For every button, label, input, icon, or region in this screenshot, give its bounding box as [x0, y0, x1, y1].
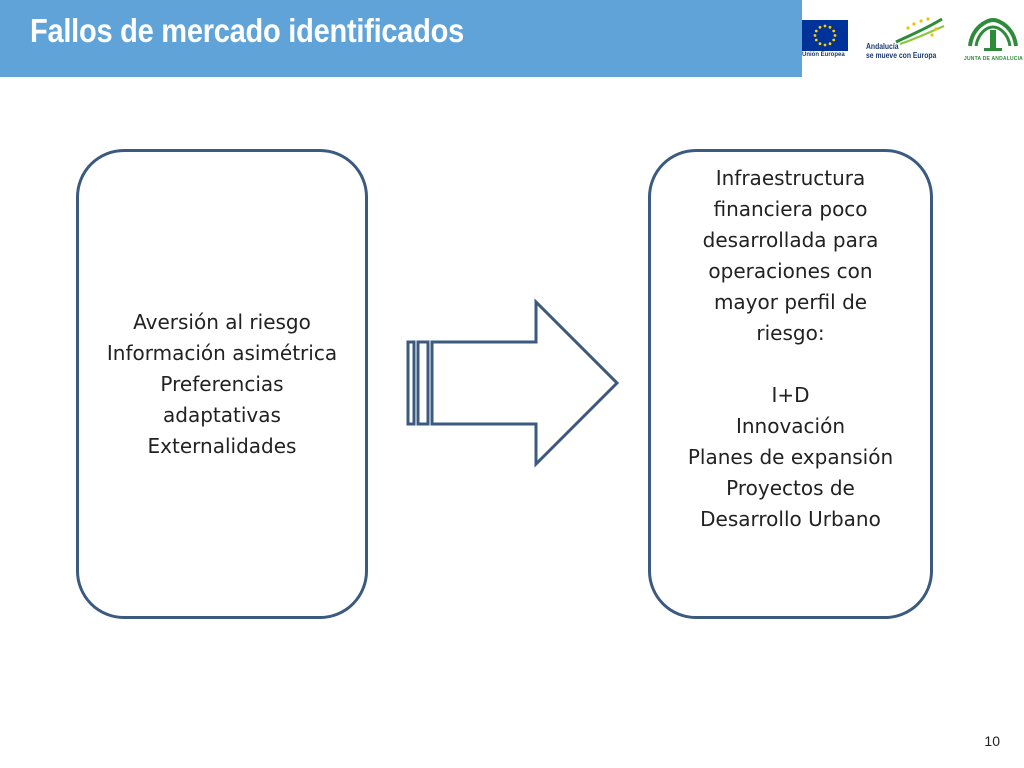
- junta-de-andalucia-logo: JUNTA DE ANDALUCIA: [964, 16, 1023, 66]
- andalucia-line-2: se mueve con Europa: [866, 51, 937, 60]
- financial-infrastructure-box: Infraestructura financiera poco desarrolla…: [648, 149, 933, 619]
- risk-item-line-3: Planes de expansión: [687, 445, 894, 469]
- intro-line-3: desarrollada para: [702, 228, 879, 252]
- andalucia-stars-icon: [895, 17, 945, 46]
- junta-label: JUNTA DE ANDALUCIA: [964, 56, 1023, 62]
- eu-label: Unión Europea: [802, 52, 845, 58]
- intro-line-1: Infraestructura: [715, 166, 866, 190]
- eu-logo: Unión Europea: [802, 20, 848, 60]
- andalucia-logo: Andalucía se mueve con Europa: [866, 16, 952, 64]
- market-failure-line-1: Aversión al riesgo: [133, 309, 311, 334]
- risk-item-line-1: I+D: [771, 383, 810, 407]
- risk-item-line-4: Proyectos de: [726, 476, 855, 500]
- financial-infrastructure-intro: Infraestructura financiera poco desarrolla…: [651, 163, 930, 349]
- risk-item-line-2: Innovación: [735, 414, 846, 438]
- andalucia-tagline: Andalucía se mueve con Europa: [866, 42, 936, 60]
- market-failure-line-2: Información asimétrica: [106, 340, 338, 365]
- market-failure-line-3: Preferencias: [160, 371, 284, 396]
- logo-strip: Unión Europea Andalucía se mueve con Eur…: [802, 0, 1024, 77]
- eu-flag-icon: [802, 20, 848, 51]
- financial-infrastructure-content: Infraestructura financiera poco desarrolla…: [651, 163, 930, 535]
- junta-emblem-icon: [968, 17, 1018, 51]
- andalucia-line-1: Andalucía: [866, 42, 899, 51]
- right-arrow-icon: [406, 298, 620, 468]
- page-number: 10: [984, 733, 1000, 749]
- intro-line-4: operaciones con: [708, 259, 873, 283]
- title-bar: Fallos de mercado identificados: [0, 0, 802, 77]
- market-failure-line-5: Externalidades: [147, 433, 297, 458]
- paragraph-gap: [651, 349, 930, 380]
- intro-line-5: mayor perfil de: [713, 290, 868, 314]
- intro-line-6: riesgo:: [756, 321, 825, 345]
- market-failure-line-4: adaptativas: [163, 402, 281, 427]
- intro-line-2: financiera poco: [713, 197, 868, 221]
- risk-item-line-5: Desarrollo Urbano: [700, 507, 881, 531]
- page-title: Fallos de mercado identificados: [30, 12, 464, 49]
